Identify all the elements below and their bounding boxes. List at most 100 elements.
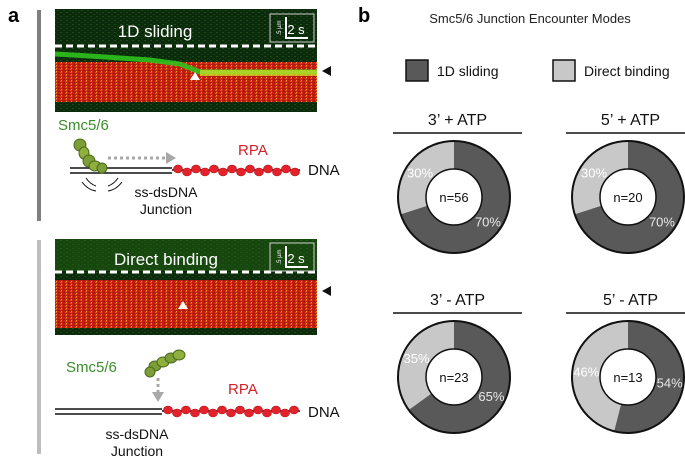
donut-title: 3’ - ATP: [430, 292, 485, 309]
kymograph-protein-signal: [55, 239, 317, 271]
motion-line-left-2: [81, 181, 97, 192]
motion-line-left: [85, 177, 97, 187]
rpa-bead: [190, 408, 200, 418]
donut-label-direct: 30%: [407, 165, 433, 180]
donut-outer-ring: [397, 140, 511, 254]
arrowhead-marker-icon: [178, 301, 188, 309]
sliding-arrow-head-icon: [166, 152, 176, 164]
rpa-bead: [281, 164, 291, 174]
junction-label-line2: Junction: [140, 201, 192, 217]
donut-title: 5’ - ATP: [603, 292, 658, 309]
scale-bar-icon: [285, 17, 308, 39]
rpa-bead: [262, 408, 272, 418]
donut-outer-ring: [571, 140, 685, 254]
rpa-bead: [289, 405, 299, 415]
kymograph-rpa-signal: [55, 280, 317, 328]
legend: 1D sliding Direct binding: [405, 59, 670, 82]
donut-hole: [599, 348, 657, 406]
kymograph-title: Direct binding: [114, 250, 218, 269]
rpa-bead: [272, 167, 282, 177]
motion-line-right: [107, 177, 119, 187]
rpa-bead: [263, 164, 273, 174]
donut-label-direct: 46%: [573, 365, 599, 380]
rpa-bead: [172, 408, 182, 418]
donut-outer-ring: [571, 320, 685, 434]
rpa-bead: [253, 405, 263, 415]
rpa-label: RPA: [238, 142, 268, 159]
rpa-bead: [217, 405, 227, 415]
rpa-bead: [163, 405, 173, 415]
section-bar-sliding: [37, 10, 41, 221]
scale-bar-time: 2 s: [287, 251, 305, 266]
scale-bar-length: .5 µm: [277, 249, 283, 264]
rpa-bead: [244, 408, 254, 418]
rpa-bead: [173, 164, 183, 174]
donut-label-direct: 35%: [404, 351, 430, 366]
rpa-bead: [245, 164, 255, 174]
junction-label-line1: ss-dsDNA: [134, 184, 198, 200]
scale-bar-icon: [285, 246, 308, 268]
kymograph-title: 1D sliding: [118, 22, 193, 41]
rpa-bead: [191, 164, 201, 174]
donut-slice-direct: [572, 141, 628, 215]
donut-n-label: n=56: [439, 190, 468, 205]
smc56-label: Smc5/6: [66, 359, 117, 376]
donut-label-sliding: 54%: [657, 375, 683, 390]
binding-arrow-head-icon: [152, 392, 164, 402]
donut-slice-sliding: [408, 321, 510, 433]
kymograph-colocalization: [200, 70, 317, 76]
donut-chart: 5’ - ATP n=13 54% 46%: [566, 292, 685, 434]
kymograph-sliding: 1D sliding 2 s .5 µm: [54, 9, 317, 112]
scale-bar-box: [269, 13, 315, 43]
donut-slice-sliding: [400, 141, 511, 253]
donut-hole: [425, 168, 483, 226]
rpa-bead: [227, 164, 237, 174]
rpa-beads: [173, 164, 300, 177]
rpa-beads: [163, 405, 299, 418]
dna-label: DNA: [308, 162, 340, 179]
legend-label-direct: Direct binding: [584, 63, 670, 79]
junction-pointer-icon: [322, 286, 331, 296]
rpa-bead: [209, 164, 219, 174]
scale-bar-time: 2 s: [287, 22, 305, 37]
donut-label-sliding: 70%: [649, 215, 675, 230]
rpa-bead: [181, 405, 191, 415]
scale-bar-box: [269, 242, 315, 272]
panel-b-title: Smc5/6 Junction Encounter Modes: [429, 11, 631, 26]
rpa-bead: [280, 408, 290, 418]
dna-label: DNA: [308, 404, 340, 421]
donut-title: 3’ + ATP: [428, 112, 487, 129]
rpa-bead: [199, 405, 209, 415]
junction-label-line2: Junction: [111, 443, 163, 459]
donut-outer-ring: [397, 320, 511, 434]
schematic-sliding: Smc5/6 RPA DNA ss-dsDNA Junction: [58, 117, 340, 217]
donut-n-label: n=23: [439, 370, 468, 385]
smc56-complex-icon: [144, 349, 186, 378]
donut-label-direct: 30%: [581, 165, 607, 180]
smc56-label: Smc5/6: [58, 117, 109, 134]
arrowhead-marker-icon: [190, 72, 200, 80]
donut-slice-sliding: [574, 141, 685, 253]
scale-bar-length: .5 µm: [277, 20, 283, 35]
donut-title: 5’ + ATP: [601, 112, 660, 129]
legend-swatch-direct: [552, 59, 576, 82]
donut-label-sliding: 65%: [478, 389, 504, 404]
section-bar-direct: [37, 240, 41, 454]
rpa-bead: [235, 405, 245, 415]
donut-slice-direct: [398, 141, 454, 215]
donut-slice-direct: [397, 321, 454, 410]
legend-swatch-sliding: [405, 59, 429, 82]
rpa-bead: [218, 167, 228, 177]
donut-n-label: n=13: [613, 370, 642, 385]
kymograph-direct: Direct binding 2 s .5 µm: [55, 239, 317, 335]
junction-label-line1: ss-dsDNA: [105, 426, 169, 442]
rpa-bead: [290, 167, 300, 177]
panel-b-letter: b: [358, 5, 370, 27]
rpa-bead: [236, 167, 246, 177]
schematic-direct: Smc5/6 RPA DNA ss-dsDNA Junction: [55, 349, 340, 459]
rpa-bead: [254, 167, 264, 177]
